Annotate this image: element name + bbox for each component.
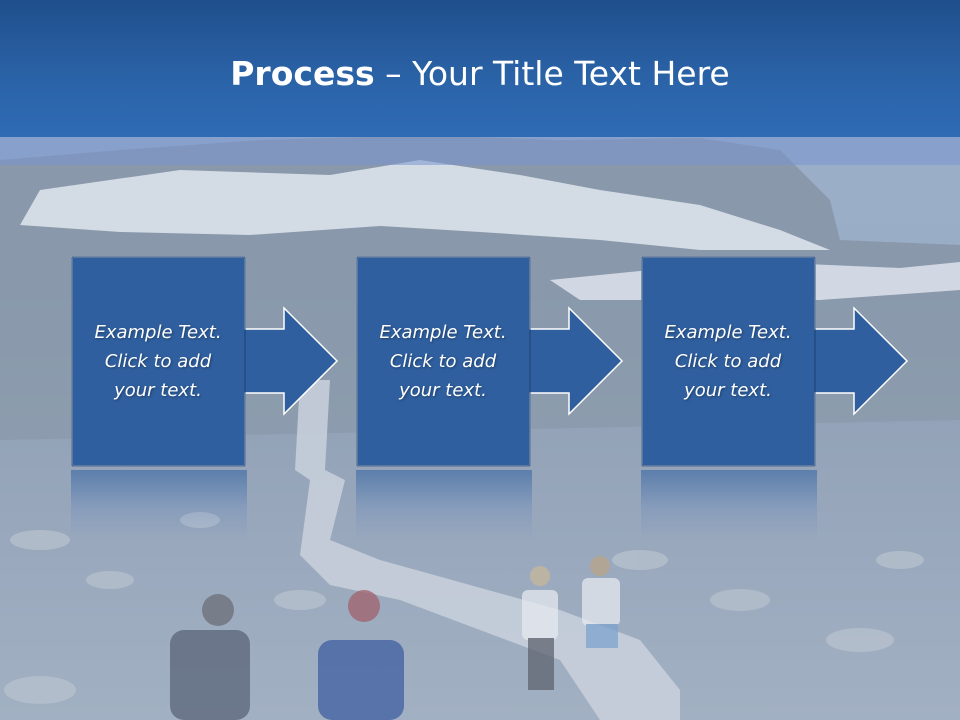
step-3-reflection [641,470,817,540]
title-banner-band [0,137,960,165]
process-step-1[interactable]: Example Text. Click to add your text. [71,256,357,468]
title-banner [0,0,960,137]
step-3-text[interactable]: Example Text. Click to add your text. [664,321,792,401]
slide-title-bold: Process [230,54,375,93]
step-1-reflection [71,470,247,540]
slide-title[interactable]: Process – Your Title Text Here [0,52,960,96]
step-1-box-arrow-shape [71,256,339,467]
step-2-text[interactable]: Example Text. Click to add your text. [379,321,507,401]
process-step-3[interactable]: Example Text. Click to add your text. [641,256,927,468]
slide-title-rest: – Your Title Text Here [374,54,730,93]
step-2-reflection [356,470,532,540]
step-2-box-arrow-shape [356,256,624,467]
step-3-box-arrow-shape [641,256,909,467]
process-step-2[interactable]: Example Text. Click to add your text. [356,256,642,468]
step-1-text[interactable]: Example Text. Click to add your text. [94,321,222,401]
